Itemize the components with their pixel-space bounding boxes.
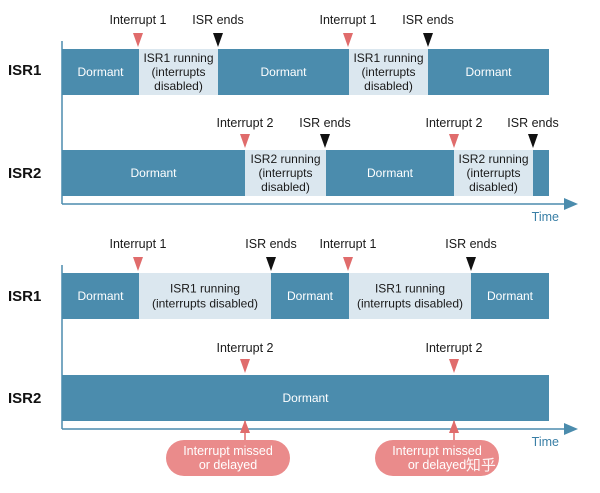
interrupt-marker-icon — [133, 33, 143, 47]
segment-label: (interrupts — [361, 65, 415, 79]
isr-end-marker-icon — [266, 257, 276, 271]
isr-end-marker-icon — [466, 257, 476, 271]
missed-arrow-icon — [240, 420, 250, 433]
missed-interrupt-bubble — [375, 440, 499, 476]
interrupt-label: Interrupt 2 — [426, 341, 483, 355]
interrupt-marker-icon — [449, 134, 459, 148]
missed-interrupt-text: Interrupt missed — [392, 444, 482, 458]
segment-label: (interrupts — [151, 65, 205, 79]
dormant-segment — [62, 150, 245, 196]
isr-running-segment — [349, 49, 428, 95]
isr-ends-label: ISR ends — [245, 237, 296, 251]
interrupt-label: Interrupt 1 — [110, 13, 167, 27]
segment-label: Dormant — [260, 65, 307, 79]
isr-running-segment — [139, 273, 271, 319]
dormant-segment — [271, 273, 349, 319]
isr-ends-label: ISR ends — [192, 13, 243, 27]
dormant-segment — [62, 49, 139, 95]
dormant-segment — [326, 150, 454, 196]
missed-interrupt-text: or delayed — [199, 458, 257, 472]
isr-end-marker-icon — [423, 33, 433, 47]
watermark-text: 知乎 @嵌入式Rom — [466, 457, 592, 474]
time-axis-label: Time — [532, 210, 559, 224]
interrupt-marker-icon — [449, 359, 459, 373]
dormant-segment — [218, 49, 349, 95]
segment-label: (interrupts disabled) — [357, 297, 463, 311]
missed-arrow-icon — [449, 420, 459, 433]
segment-label: ISR2 running — [458, 152, 528, 166]
interrupt-marker-icon — [133, 257, 143, 271]
segment-label: disabled) — [469, 180, 518, 194]
interrupt-marker-icon — [343, 33, 353, 47]
time-axis-arrow-icon — [564, 198, 578, 210]
segment-label: ISR1 running — [170, 282, 240, 296]
segment-label: Dormant — [77, 289, 124, 303]
segment-label: disabled) — [364, 79, 413, 93]
dormant-segment — [533, 150, 549, 196]
interrupt-marker-icon — [343, 257, 353, 271]
segment-label: ISR1 running — [143, 51, 213, 65]
segment-label: Dormant — [130, 166, 177, 180]
isr-running-segment — [245, 150, 326, 196]
interrupt-label: Interrupt 2 — [217, 116, 274, 130]
segment-label: Dormant — [487, 289, 534, 303]
segment-label: (interrupts disabled) — [152, 297, 258, 311]
isr-ends-label: ISR ends — [445, 237, 496, 251]
segment-label: disabled) — [154, 79, 203, 93]
segment-label: Dormant — [282, 391, 329, 405]
missed-interrupt-text: Interrupt missed — [183, 444, 273, 458]
interrupt-label: Interrupt 1 — [320, 13, 377, 27]
dormant-segment — [62, 273, 139, 319]
isr-end-marker-icon — [528, 134, 538, 148]
interrupt-marker-icon — [240, 134, 250, 148]
segment-label: (interrupts — [258, 166, 312, 180]
row-title: ISR1 — [8, 288, 41, 305]
segment-label: ISR2 running — [250, 152, 320, 166]
segment-label: Dormant — [287, 289, 334, 303]
interrupt-label: Interrupt 1 — [320, 237, 377, 251]
isr-end-marker-icon — [213, 33, 223, 47]
isr-ends-label: ISR ends — [402, 13, 453, 27]
missed-interrupt-text: or delayed — [408, 458, 466, 472]
dormant-segment — [471, 273, 549, 319]
segment-label: (interrupts — [466, 166, 520, 180]
interrupt-label: Interrupt 2 — [217, 341, 274, 355]
dormant-segment — [428, 49, 549, 95]
isr-running-segment — [349, 273, 471, 319]
segment-label: ISR1 running — [375, 282, 445, 296]
segment-label: ISR1 running — [353, 51, 423, 65]
isr-running-segment — [454, 150, 533, 196]
isr-end-marker-icon — [320, 134, 330, 148]
row-title: ISR2 — [8, 165, 41, 182]
interrupt-label: Interrupt 2 — [426, 116, 483, 130]
segment-label: Dormant — [367, 166, 414, 180]
time-axis-label: Time — [532, 435, 559, 449]
segment-label: Dormant — [465, 65, 512, 79]
isr-running-segment — [139, 49, 218, 95]
interrupt-label: Interrupt 1 — [110, 237, 167, 251]
dormant-segment — [62, 375, 549, 421]
row-title: ISR1 — [8, 62, 41, 79]
isr-ends-label: ISR ends — [299, 116, 350, 130]
segment-label: disabled) — [261, 180, 310, 194]
segment-label: Dormant — [77, 65, 124, 79]
interrupt-marker-icon — [240, 359, 250, 373]
missed-interrupt-bubble — [166, 440, 290, 476]
isr-ends-label: ISR ends — [507, 116, 558, 130]
time-axis-arrow-icon — [564, 423, 578, 435]
row-title: ISR2 — [8, 390, 41, 407]
